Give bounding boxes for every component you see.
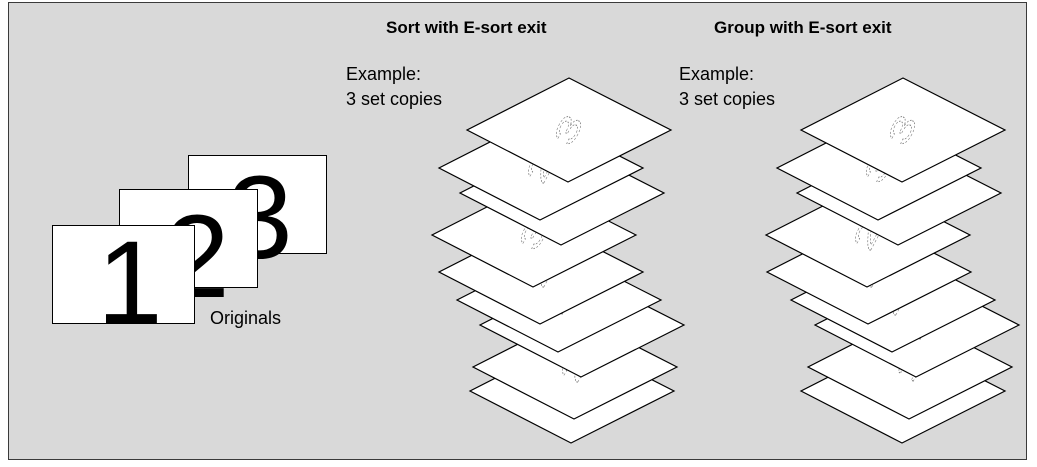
sort-sheet-1-outline [465,77,673,183]
group-example-line2: 3 set copies [679,89,776,109]
sort-sheet-1: 3 [465,77,673,183]
group-example-note: Example: 3 set copies [679,62,775,112]
original-page-1-number: 1 [97,217,163,349]
sort-example-line2: 3 set copies [346,89,443,109]
sort-example-note: Example: 3 set copies [346,62,442,112]
originals-label: Originals [210,308,282,328]
group-sheet-1: 3 [799,77,1007,183]
original-page-1: 1 [52,224,195,342]
group-example-line1: Example: [679,64,755,84]
group-sheet-1-outline [799,77,1007,183]
sort-header: Sort with E-sort exit [386,18,547,37]
group-header: Group with E-sort exit [714,18,892,37]
sort-example-line1: Example: [346,64,422,84]
